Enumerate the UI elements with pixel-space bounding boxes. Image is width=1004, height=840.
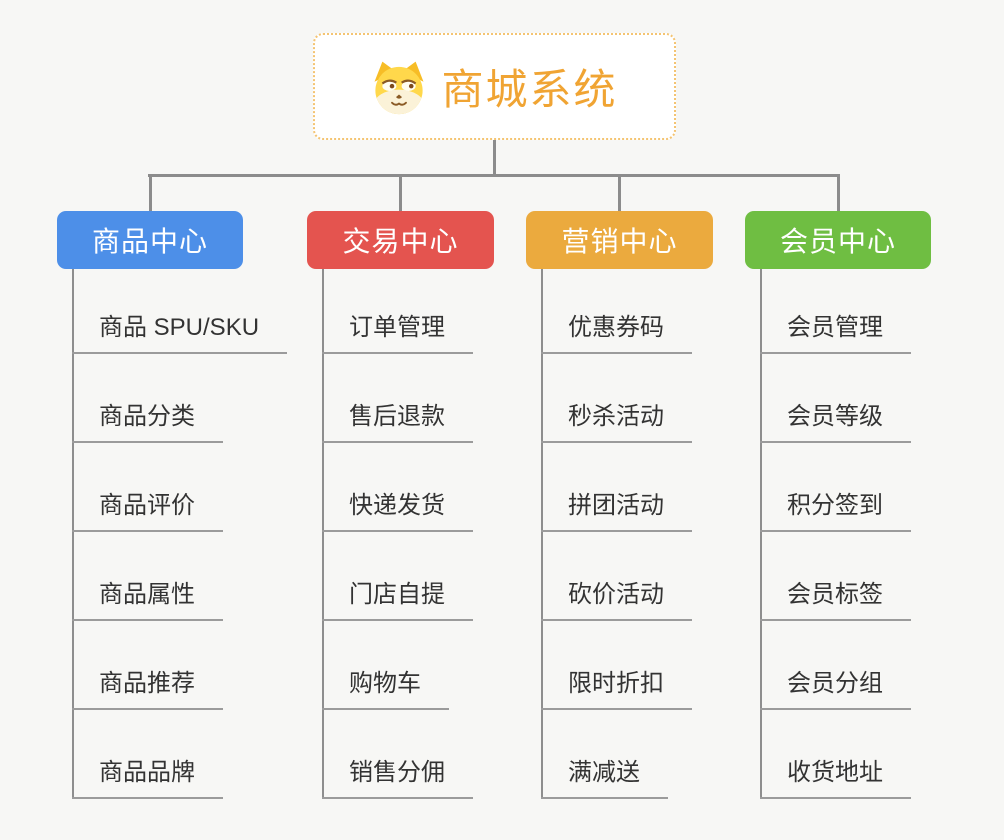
leaf-node-member-center-4[interactable]: 会员分组 bbox=[760, 670, 911, 710]
connector-column-line bbox=[72, 269, 74, 799]
leaf-node-member-center-1[interactable]: 会员等级 bbox=[760, 403, 911, 443]
leaf-node-marketing-center-2[interactable]: 拼团活动 bbox=[541, 492, 692, 532]
leaf-node-marketing-center-1[interactable]: 秒杀活动 bbox=[541, 403, 692, 443]
doge-icon bbox=[374, 61, 424, 114]
leaf-node-product-center-4[interactable]: 商品推荐 bbox=[72, 670, 223, 710]
leaf-node-product-center-3[interactable]: 商品属性 bbox=[72, 581, 223, 621]
leaf-node-trade-center-4[interactable]: 购物车 bbox=[322, 670, 449, 710]
leaf-node-member-center-2[interactable]: 积分签到 bbox=[760, 492, 911, 532]
connector-horizontal-trunk bbox=[148, 174, 840, 177]
connector-branch-stem bbox=[399, 174, 402, 211]
connector-column-line bbox=[541, 269, 543, 799]
leaf-node-member-center-3[interactable]: 会员标签 bbox=[760, 581, 911, 621]
connector-branch-stem bbox=[836, 174, 840, 211]
branch-box-trade-center[interactable]: 交易中心 bbox=[307, 211, 494, 269]
branch-box-member-center[interactable]: 会员中心 bbox=[745, 211, 931, 269]
leaf-node-trade-center-5[interactable]: 销售分佣 bbox=[322, 759, 473, 799]
leaf-node-marketing-center-5[interactable]: 满减送 bbox=[541, 759, 668, 799]
leaf-node-product-center-0[interactable]: 商品 SPU/SKU bbox=[72, 314, 288, 354]
leaf-node-product-center-2[interactable]: 商品评价 bbox=[72, 492, 223, 532]
connector-column-line bbox=[322, 269, 324, 799]
leaf-node-marketing-center-4[interactable]: 限时折扣 bbox=[541, 670, 692, 710]
branch-box-marketing-center[interactable]: 营销中心 bbox=[526, 211, 713, 269]
leaf-node-member-center-0[interactable]: 会员管理 bbox=[760, 314, 911, 354]
leaf-node-marketing-center-0[interactable]: 优惠券码 bbox=[541, 314, 692, 354]
leaf-node-product-center-1[interactable]: 商品分类 bbox=[72, 403, 223, 443]
root-node[interactable]: 商城系统 bbox=[313, 33, 676, 140]
leaf-node-product-center-5[interactable]: 商品品牌 bbox=[72, 759, 223, 799]
leaf-node-trade-center-1[interactable]: 售后退款 bbox=[322, 403, 473, 443]
root-label: 商城系统 bbox=[441, 66, 618, 113]
connector-branch-stem bbox=[618, 174, 621, 211]
connector-root-stem bbox=[493, 140, 496, 177]
leaf-node-trade-center-2[interactable]: 快递发货 bbox=[322, 492, 473, 532]
connector-branch-stem bbox=[148, 174, 152, 211]
leaf-node-trade-center-3[interactable]: 门店自提 bbox=[322, 581, 473, 621]
connector-column-line bbox=[760, 269, 762, 799]
leaf-node-member-center-5[interactable]: 收货地址 bbox=[760, 759, 911, 799]
leaf-node-marketing-center-3[interactable]: 砍价活动 bbox=[541, 581, 692, 621]
leaf-node-trade-center-0[interactable]: 订单管理 bbox=[322, 314, 473, 354]
branch-box-product-center[interactable]: 商品中心 bbox=[57, 211, 243, 269]
